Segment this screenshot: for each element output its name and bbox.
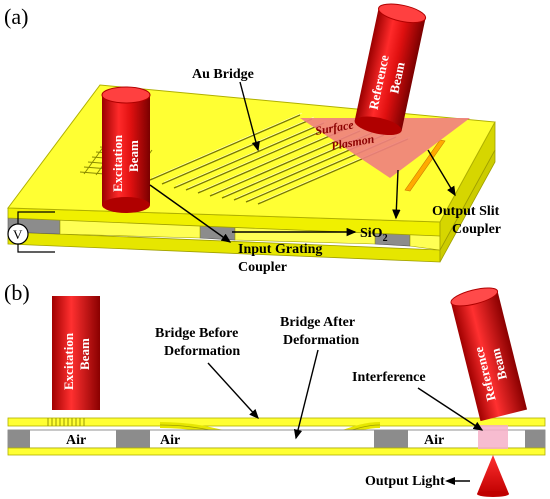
reference-beam-b-label-2: Beam — [488, 347, 510, 382]
interference-label: Interference — [352, 370, 426, 385]
bridge-before-label-2: Deformation — [164, 344, 240, 359]
reference-beam-b: Reference Beam — [450, 287, 528, 422]
grating-b — [47, 418, 85, 426]
output-slit-label-2: Coupler — [452, 222, 501, 237]
output-light-arrowhead — [445, 477, 455, 485]
au-bridge-arrow — [239, 81, 260, 152]
bridge-after-arrow — [293, 349, 319, 440]
reference-beam-label-2: Beam — [386, 60, 407, 94]
output-slit-arrow — [427, 149, 456, 197]
excitation-beam-b-label-1: Excitation — [61, 332, 76, 390]
panel-b: (b) — [4, 280, 546, 497]
bridge-before-arrow — [207, 362, 259, 420]
top-gold-layer — [7, 417, 546, 427]
voltmeter-circuit — [7, 211, 55, 253]
panel-a: (a) — [4, 3, 501, 275]
excitation-beam-b: Excitation Beam — [52, 296, 100, 410]
excitation-beam-a: Excitation Beam — [101, 86, 151, 213]
air-label-2: Air — [160, 433, 180, 448]
sio2-block-b — [116, 430, 150, 448]
au-bridge-label: Au Bridge — [192, 67, 254, 82]
bridge-layers — [7, 417, 546, 456]
excitation-beam-label-2: Beam — [126, 140, 141, 172]
input-grating-arrow — [149, 184, 232, 243]
air-label-1: Air — [66, 433, 86, 448]
bridge-after-label-2: Deformation — [283, 333, 359, 348]
output-slit-label-1: Output Slit — [432, 204, 500, 219]
output-slit — [404, 139, 446, 192]
excitation-beam-label-1: Excitation — [110, 134, 125, 192]
input-grating-label-2: Coupler — [238, 260, 287, 275]
bridge-before-label-1: Bridge Before — [155, 326, 238, 341]
sio2-block-b — [374, 430, 408, 448]
surface-plasmon — [300, 118, 470, 178]
excitation-beam-b-label-2: Beam — [77, 338, 92, 370]
air-label-3: Air — [424, 433, 444, 448]
input-grating-label-1: Input Grating — [238, 242, 322, 257]
output-light-label: Output Light — [365, 474, 445, 489]
reference-beam-a: Reference Beam — [354, 3, 427, 136]
sio2-block-b — [8, 430, 30, 448]
interference-region — [478, 425, 508, 449]
interference-arrow — [417, 387, 484, 431]
bridge-after-label-1: Bridge After — [280, 315, 355, 330]
surface-plasmon-label-1: Surface — [314, 117, 355, 138]
output-light — [477, 455, 509, 497]
sio2-block-b — [525, 430, 545, 448]
voltmeter-label: V — [13, 227, 23, 242]
panel-a-label: (a) — [4, 4, 28, 29]
sio2-arrow-1 — [392, 169, 401, 220]
sio2-label: SiO2 — [360, 226, 388, 244]
bottom-gold-layer — [7, 447, 546, 456]
panel-b-label: (b) — [4, 280, 30, 305]
